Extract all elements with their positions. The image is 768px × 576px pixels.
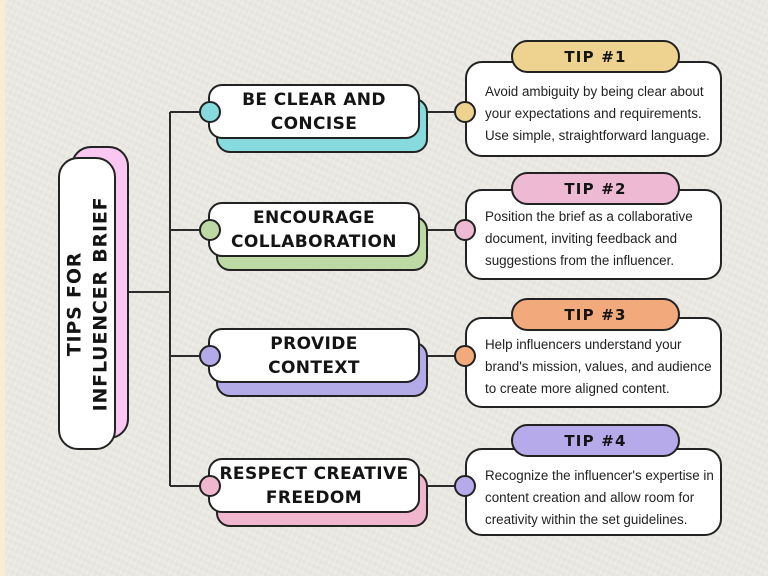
tip-number-label: TIP #1 [564,47,627,66]
tip-body-line1: Recognize the influencer's expertise in [485,468,714,483]
tip-body-text: Avoid ambiguity by being clear about you… [485,81,710,147]
tip-number-pill: TIP #4 [511,424,680,457]
node-label-line2: COLLABORATION [231,231,397,252]
tip-card: Avoid ambiguity by being clear about you… [465,61,722,157]
node-connector-dot [199,475,221,497]
tip-body-line2: brand's mission, values, and audience [485,359,712,374]
tip-body-line3: Use simple, straightforward language. [485,128,710,143]
tip-body-line2: your expectations and requirements. [485,106,702,121]
tip-number-label: TIP #4 [564,431,627,450]
node-connector-dot [199,345,221,367]
node-connector-dot [199,219,221,241]
page-title-line2: INFLUENCER BRIEF [89,196,112,411]
node-label-line2: FREEDOM [265,487,363,508]
tip-connector-dot [454,219,476,241]
tip-number-pill: TIP #1 [511,40,680,73]
node-label-line2: CONCISE [270,113,358,134]
tip-body-line2: document, inviting feedback and [485,231,678,246]
tip-body-line2: content creation and allow room for [485,490,695,505]
tip-number-pill: TIP #2 [511,172,680,205]
tip-body-line1: Avoid ambiguity by being clear about [485,84,704,99]
page-edge-strip [0,0,5,576]
tip-body-line3: creativity within the set guidelines. [485,512,688,527]
tip-body-text: Recognize the influencer's expertise in … [485,465,714,531]
tip-body-text: Position the brief as a collaborative do… [485,206,693,272]
tip-body-line1: Help influencers understand your [485,337,682,352]
node-label-line1: BE CLEAR AND [242,89,386,110]
tip-connector-dot [454,345,476,367]
tip-number-label: TIP #3 [564,305,627,324]
tip-body-line1: Position the brief as a collaborative [485,209,693,224]
tip-body-line3: suggestions from the influencer. [485,253,675,268]
page-title-line1: TIPS FOR [63,251,86,356]
tip-card: Recognize the influencer's expertise in … [465,448,722,536]
node-connector-dot [199,101,221,123]
tip-number-pill: TIP #3 [511,298,680,331]
node-label-line1: ENCOURAGE [253,207,375,228]
wire-paths [100,111,465,487]
title-box: TIPS FOR INFLUENCER BRIEF [58,157,116,450]
tip-connector-dot [454,475,476,497]
tip-number-label: TIP #2 [564,179,627,198]
node-box: RESPECT CREATIVE FREEDOM [208,458,420,513]
node-label-line1: RESPECT CREATIVE [219,463,409,484]
tip-body-text: Help influencers understand your brand's… [485,334,712,400]
tip-connector-dot [454,101,476,123]
node-box: ENCOURAGE COLLABORATION [208,202,420,257]
node-label-line2: CONTEXT [268,357,360,378]
node-box: BE CLEAR AND CONCISE [208,84,420,139]
page-title: TIPS FOR INFLUENCER BRIEF [61,196,113,411]
node-label-line1: PROVIDE [270,333,358,354]
node-box: PROVIDE CONTEXT [208,328,420,383]
tip-body-line3: to create more aligned content. [485,381,670,396]
